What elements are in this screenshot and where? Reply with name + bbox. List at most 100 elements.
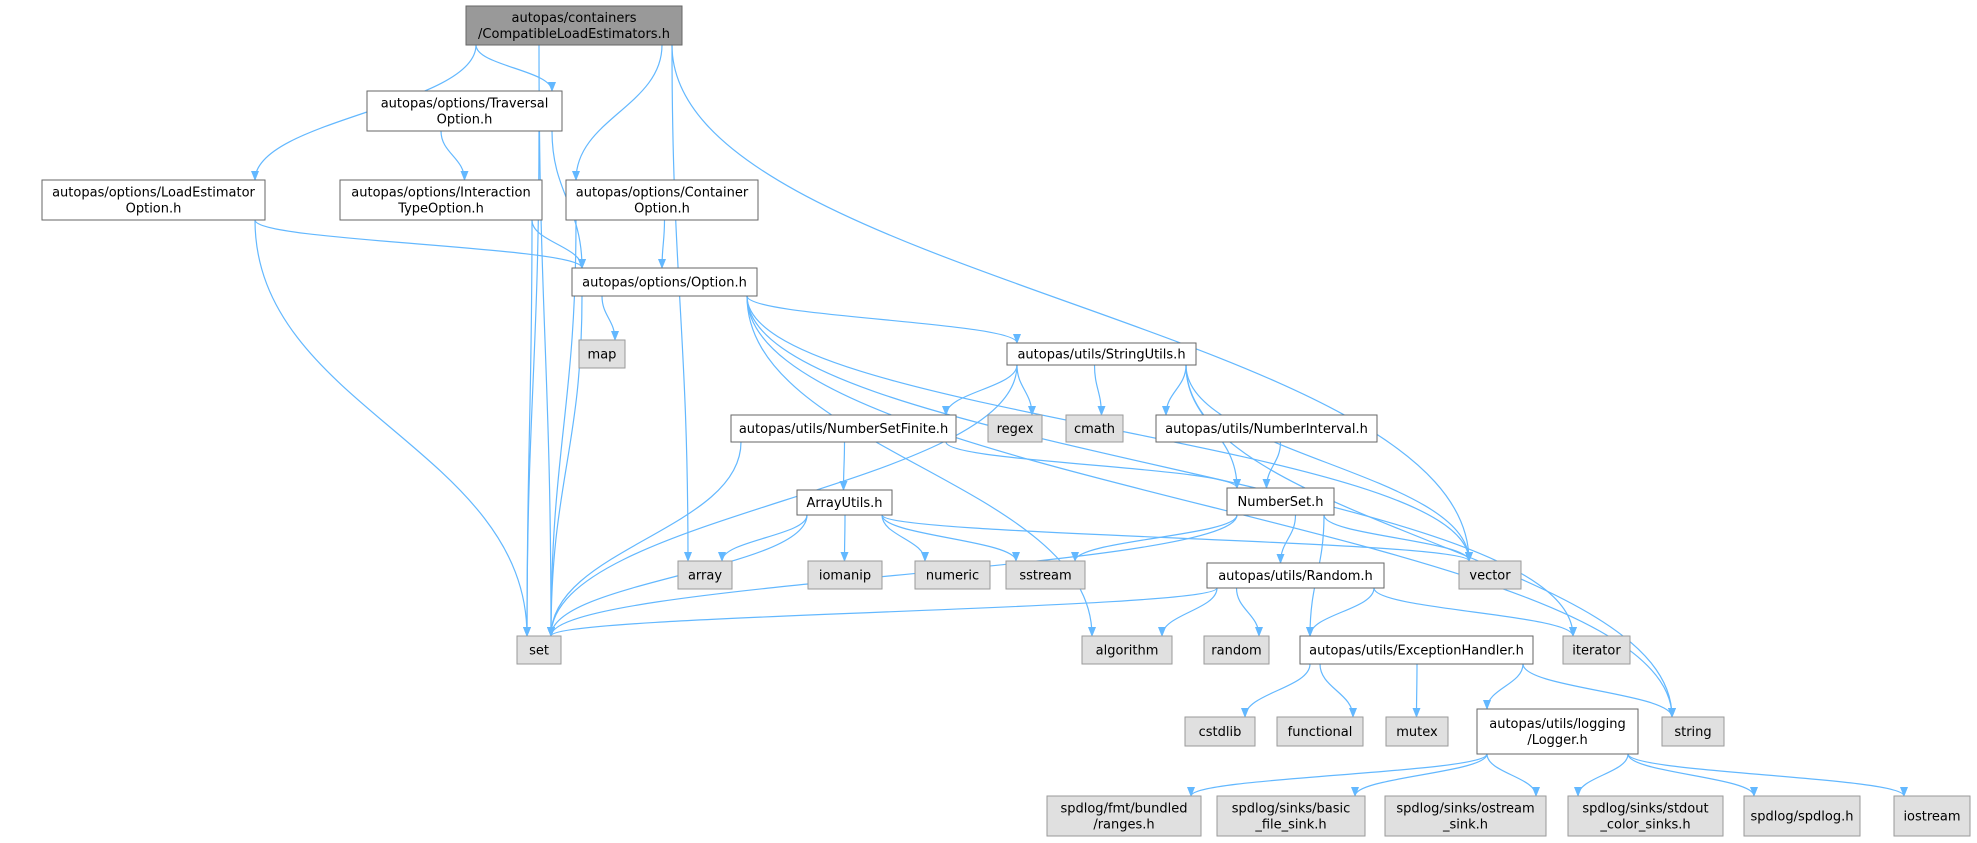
node-label: autopas/utils/ExceptionHandler.h (1309, 644, 1524, 659)
node-box (565, 179, 759, 221)
node-label: regex (997, 422, 1034, 437)
node-box (796, 489, 893, 516)
node-stringutils[interactable]: autopas/utils/StringUtils.h (1006, 342, 1197, 366)
edge-numberset-to-sstream (1071, 514, 1238, 562)
node-label: cmath (1074, 422, 1115, 437)
node-box (1216, 795, 1366, 837)
node-box (1276, 716, 1364, 747)
node-sstream: sstream (1005, 560, 1086, 590)
edge-logger-to-ostreamsink (1486, 753, 1540, 797)
node-box (1567, 795, 1724, 837)
node-algorithm: algorithm (1081, 635, 1173, 665)
node-label: functional (1288, 725, 1353, 740)
edge-ninterval-to-numberset (1262, 441, 1282, 489)
node-box (41, 179, 266, 221)
edge-stringutils-to-set (547, 364, 1018, 637)
node-label: spdlog/sinks/basic (1232, 802, 1351, 817)
edge-option-to-stringutils (746, 295, 1021, 344)
node-label: set (529, 644, 549, 659)
edge-arrayutils-to-iomanip (840, 514, 849, 562)
edge-arrayutils-to-array (718, 514, 808, 562)
node-ninterval[interactable]: autopas/utils/NumberInterval.h (1155, 414, 1378, 443)
node-vector: vector (1458, 560, 1522, 590)
edge-stringutils-to-regex (1016, 364, 1036, 416)
node-label: autopas/utils/logging (1489, 717, 1626, 732)
node-label: Option.h (437, 113, 493, 128)
node-label: sstream (1019, 569, 1071, 584)
node-arrayutils[interactable]: ArrayUtils.h (796, 489, 893, 516)
node-label: Option.h (126, 202, 182, 217)
node-label: /Logger.h (1527, 733, 1587, 748)
node-box (730, 414, 957, 443)
node-box (1005, 560, 1086, 590)
edge-stringutils-to-ninterval (1162, 364, 1187, 416)
node-label: autopas/utils/NumberSetFinite.h (739, 422, 948, 437)
node-label: Option.h (634, 202, 690, 217)
edge-numberset-to-random_h (1276, 514, 1297, 564)
edge-option-to-iterator (746, 295, 1577, 637)
node-label: autopas/containers (512, 11, 637, 26)
node-label: map (588, 348, 617, 363)
edge-logger-to-iostream (1627, 753, 1908, 797)
edge-nsfinite-to-numberset (945, 441, 1241, 489)
node-box (1206, 562, 1385, 589)
edge-root-to-set (538, 44, 555, 637)
node-numberset[interactable]: NumberSet.h (1226, 487, 1335, 516)
node-option[interactable]: autopas/options/Option.h (571, 267, 758, 297)
node-box (578, 339, 626, 369)
edge-logger-to-spdlog (1627, 753, 1758, 797)
edge-root-to-traversal (475, 44, 556, 92)
edge-arrayutils-to-numeric (881, 514, 929, 562)
node-label: autopas/options/Interaction (351, 186, 530, 201)
node-exception[interactable]: autopas/utils/ExceptionHandler.h (1299, 635, 1534, 665)
node-label: autopas/utils/Random.h (1218, 569, 1373, 584)
edge-root-to-vector (671, 44, 1473, 562)
node-mutex: mutex (1385, 716, 1449, 747)
node-box (366, 90, 563, 132)
edge-numberset-to-set (547, 514, 1238, 637)
node-box (1155, 414, 1378, 443)
node-label: numeric (926, 569, 979, 584)
edge-logger-to-stdoutsink (1574, 753, 1629, 797)
edge-traversal-to-interaction (440, 130, 469, 181)
node-logger[interactable]: autopas/utils/logging/Logger.h (1476, 708, 1639, 755)
node-box (571, 267, 758, 297)
node-box (1184, 716, 1256, 747)
edge-random_h-to-iterator (1373, 587, 1577, 637)
node-label: random (1211, 644, 1261, 659)
node-box (1065, 414, 1124, 443)
edge-interaction-to-option (531, 219, 586, 269)
edge-root-to-container (572, 44, 663, 181)
edge-nsfinite-to-arrayutils (839, 441, 848, 491)
node-label: _color_sinks.h (1599, 818, 1690, 833)
node-map: map (578, 339, 626, 369)
node-cstdlib: cstdlib (1184, 716, 1256, 747)
node-nsfinite[interactable]: autopas/utils/NumberSetFinite.h (730, 414, 957, 443)
edge-random_h-to-exception (1306, 587, 1375, 637)
edge-stringutils-to-vector (1185, 364, 1473, 562)
edge-exception-to-string (1522, 663, 1676, 718)
node-label: vector (1469, 569, 1511, 584)
node-label: iomanip (819, 569, 871, 584)
edge-stringutils-to-nsfinite (942, 364, 1018, 416)
edge-option-to-set (547, 295, 583, 637)
node-box (1743, 795, 1861, 837)
node-root[interactable]: autopas/containers/CompatibleLoadEstimat… (465, 5, 683, 46)
node-box (465, 5, 683, 46)
node-label: ArrayUtils.h (807, 496, 883, 511)
node-label: iostream (1903, 810, 1960, 825)
edge-random_h-to-random (1235, 587, 1263, 637)
node-box (914, 560, 991, 590)
node-random_h[interactable]: autopas/utils/Random.h (1206, 562, 1385, 589)
edge-arrayutils-to-vector (881, 514, 1473, 562)
node-box (1226, 487, 1335, 516)
edge-root-to-array (671, 44, 692, 562)
node-label: /CompatibleLoadEstimators.h (478, 27, 670, 42)
node-functional: functional (1276, 716, 1364, 747)
edge-random_h-to-algorithm (1158, 587, 1218, 637)
